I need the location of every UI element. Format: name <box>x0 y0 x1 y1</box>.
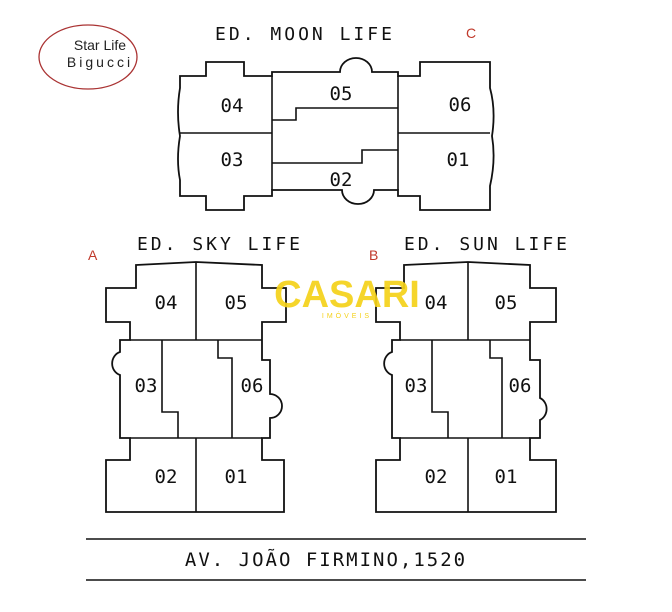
building-moon-life: ED. MOON LIFE C 04 05 06 03 02 01 <box>177 24 495 211</box>
badge-line-1: Star Life <box>74 37 126 53</box>
sky-wall-core-left <box>161 340 179 438</box>
sun-footprint <box>375 261 557 513</box>
building-sky-life: ED. SKY LIFE A 04 05 03 06 02 01 <box>88 234 303 513</box>
watermark-brand: CASARI <box>274 274 420 316</box>
building-letter-c: C <box>466 25 476 41</box>
sun-wall-core-left <box>431 340 449 438</box>
sky-unit-04: 04 <box>155 292 178 314</box>
sky-unit-02: 02 <box>155 466 178 488</box>
star-life-badge: Star Life Bigucci <box>38 24 138 90</box>
sky-unit-05: 05 <box>225 292 248 314</box>
sun-unit-05: 05 <box>495 292 518 314</box>
sun-unit-04: 04 <box>425 292 448 314</box>
moon-unit-05: 05 <box>330 83 353 105</box>
casari-watermark: CASARI IMÓVEIS <box>274 274 420 320</box>
badge-line-2: Bigucci <box>67 54 133 70</box>
sun-wall-core-right <box>489 340 503 438</box>
building-title-sun: ED. SUN LIFE <box>404 234 570 255</box>
sun-unit-03: 03 <box>405 375 428 397</box>
moon-unit-01: 01 <box>447 149 470 171</box>
moon-wall-bottom-core <box>272 149 398 164</box>
street-name: AV. JOÃO FIRMINO,1520 <box>185 548 467 571</box>
sky-unit-06: 06 <box>241 375 264 397</box>
moon-footprint <box>177 57 495 211</box>
moon-unit-06: 06 <box>449 94 472 116</box>
sky-unit-03: 03 <box>135 375 158 397</box>
sun-unit-02: 02 <box>425 466 448 488</box>
moon-unit-04: 04 <box>221 95 244 117</box>
badge-ellipse <box>38 24 138 90</box>
watermark-sub: IMÓVEIS <box>322 311 372 320</box>
building-title-moon: ED. MOON LIFE <box>215 24 395 45</box>
sun-unit-01: 01 <box>495 466 518 488</box>
sun-unit-06: 06 <box>509 375 532 397</box>
building-title-sky: ED. SKY LIFE <box>137 234 303 255</box>
moon-unit-02: 02 <box>330 169 353 191</box>
building-letter-a: A <box>88 247 98 263</box>
building-sun-life: ED. SUN LIFE B 04 05 03 06 02 01 <box>369 234 570 513</box>
sky-footprint <box>105 261 287 513</box>
sky-wall-core-right <box>217 340 233 438</box>
moon-wall-top-core <box>272 107 398 121</box>
building-letter-b: B <box>369 247 378 263</box>
street-frontage: AV. JOÃO FIRMINO,1520 <box>86 538 586 581</box>
sky-unit-01: 01 <box>225 466 248 488</box>
moon-unit-03: 03 <box>221 149 244 171</box>
